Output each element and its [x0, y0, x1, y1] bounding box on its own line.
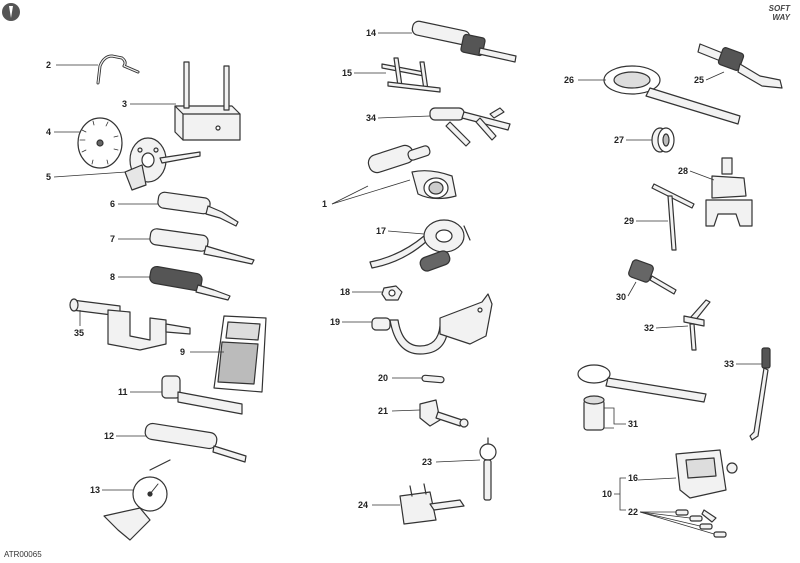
page-corner-mark [2, 3, 20, 21]
tool-25-t-wrench [697, 43, 783, 89]
tool-15-bracket [381, 57, 441, 93]
tool-16-gauge-box [675, 449, 738, 499]
callout-9: 9 [180, 347, 185, 357]
tool-14-puller [411, 20, 517, 63]
tool-32-bracket [683, 299, 711, 351]
callout-27: 27 [614, 135, 624, 145]
callout-6: 6 [110, 199, 115, 209]
tool-5-pointer-plate [124, 137, 201, 191]
tool-6-drift [157, 191, 239, 227]
tool-30-screw [628, 259, 677, 295]
callout-32: 32 [644, 323, 654, 333]
callout-7: 7 [110, 234, 115, 244]
tool-11-socket-wrench [161, 375, 243, 415]
tool-34-adjuster [429, 107, 511, 147]
callout-29: 29 [624, 216, 634, 226]
tool-12-drift [144, 422, 247, 463]
callout-22: 22 [628, 507, 638, 517]
callout-21: 21 [378, 406, 388, 416]
tool-13-dial-gauge [103, 459, 171, 541]
callout-labels: 2 3 4 5 6 7 8 35 9 11 12 13 14 15 34 1 1… [46, 28, 734, 517]
callout-18: 18 [340, 287, 350, 297]
logo-line-2: WAY [772, 13, 790, 22]
callout-19: 19 [330, 317, 340, 327]
tool-23-gauge [479, 437, 497, 501]
tool-7-drift [149, 228, 255, 265]
tool-4-degree-wheel [77, 117, 123, 169]
tool-17-holder [369, 219, 471, 272]
callout-10: 10 [602, 489, 612, 499]
callout-28: 28 [678, 166, 688, 176]
tool-21-bracket [419, 399, 469, 428]
callout-25: 25 [694, 75, 704, 85]
callout-30: 30 [616, 292, 626, 302]
callout-23: 23 [422, 457, 432, 467]
tool-22-pins [675, 509, 727, 538]
tool-27-bushing [651, 127, 675, 153]
callout-20: 20 [378, 373, 388, 383]
callout-14: 14 [366, 28, 376, 38]
callout-1: 1 [322, 199, 327, 209]
tool-35-fixture [69, 298, 191, 351]
tool-26-flywheel-wrench [603, 65, 741, 125]
tool-29-t-handle [651, 183, 695, 251]
tool-33-probe [749, 347, 771, 441]
callout-2: 2 [46, 60, 51, 70]
leader-lines [53, 32, 762, 535]
tool-18-nut [381, 285, 403, 301]
callout-11: 11 [118, 387, 128, 397]
tool-31-wrench-socket [577, 364, 707, 431]
tool-8-drift [149, 265, 231, 301]
callout-24: 24 [358, 500, 368, 510]
tool-19-c-clamp [371, 293, 493, 355]
callout-17: 17 [376, 226, 386, 236]
callout-31: 31 [628, 419, 638, 429]
callout-3: 3 [122, 99, 127, 109]
tool-28-holder [705, 157, 753, 227]
callout-16: 16 [628, 473, 638, 483]
reference-code: ATR00065 [4, 550, 42, 559]
softway-logo: SOFT WAY [769, 4, 790, 22]
callout-33: 33 [724, 359, 734, 369]
callout-35: 35 [74, 328, 84, 338]
tool-3-bracket [174, 61, 241, 141]
tool-20-pin [421, 374, 445, 384]
callout-8: 8 [110, 272, 115, 282]
tool-2-bent-rod [96, 54, 140, 85]
callout-12: 12 [104, 431, 114, 441]
logo-line-1: SOFT [768, 4, 790, 13]
callout-34: 34 [366, 113, 376, 123]
callout-5: 5 [46, 172, 51, 182]
callout-15: 15 [342, 68, 352, 78]
callout-13: 13 [90, 485, 100, 495]
callout-4: 4 [46, 127, 51, 137]
tool-1-bearing-puller [367, 144, 457, 200]
callout-26: 26 [564, 75, 574, 85]
tool-24-fixture [399, 483, 465, 525]
tool-9-handheld-tester [213, 315, 267, 393]
